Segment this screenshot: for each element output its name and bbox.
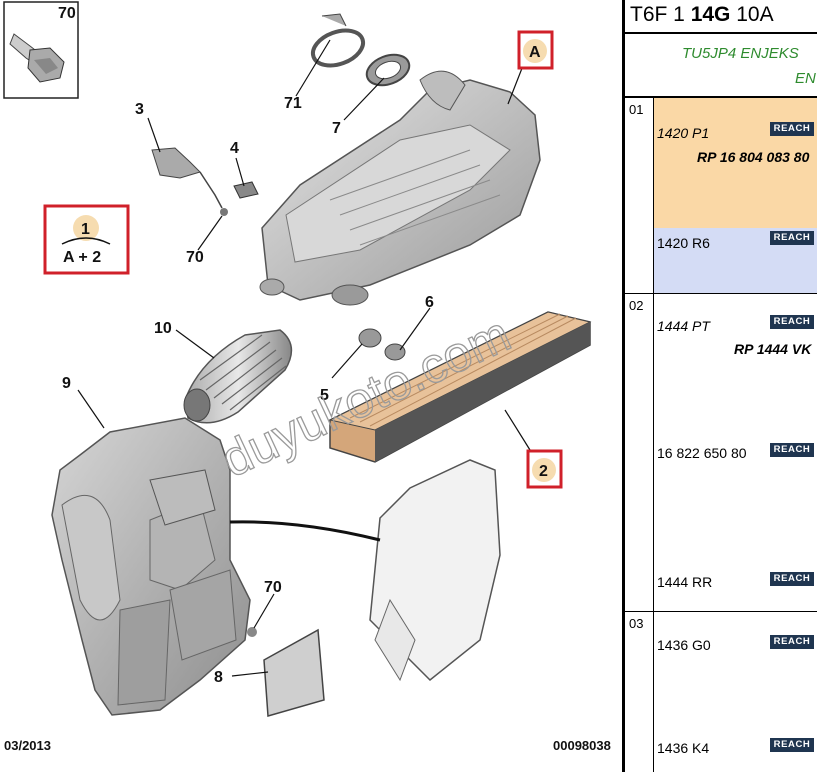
engine-line-2: EN	[795, 70, 816, 87]
reach-badge[interactable]: REACH	[770, 572, 814, 586]
drawing-number: 00098038	[553, 738, 611, 753]
callout-box-2[interactable]: 2	[526, 449, 563, 489]
part-number: 1420 R6	[657, 235, 710, 251]
date-code: 03/2013	[4, 738, 51, 753]
parts-group-01: 01 1420 P1 REACH RP 16 804 083 80 1420 R…	[625, 98, 817, 294]
intake-seal-ring	[365, 53, 411, 87]
engine-description: TU5JP4 ENJEKS EN	[625, 34, 817, 98]
reach-badge[interactable]: REACH	[770, 315, 814, 329]
part-row-group-03: 1436 G0 REACH 1436 K4 REACH	[654, 612, 817, 772]
part-row-group-02: 1444 PT REACH RP 1444 VK 16 822 650 80 R…	[654, 294, 817, 612]
part-number: 1420 P1	[657, 125, 710, 141]
reach-badge[interactable]: REACH	[770, 635, 814, 649]
callout-box-A[interactable]: A	[517, 30, 554, 70]
reach-badge[interactable]: REACH	[770, 231, 814, 245]
callout-6: 6	[425, 294, 434, 311]
part-row-1420-r6[interactable]: 1420 R6 REACH	[654, 228, 817, 293]
air-filter-upper-box	[259, 70, 541, 306]
air-filter-lower-housing	[51, 417, 251, 716]
callout-5: 5	[320, 387, 329, 404]
part-row-1420-p1[interactable]: 1420 P1 REACH RP 16 804 083 80	[654, 98, 817, 228]
group-number: 01	[629, 102, 644, 117]
air-temperature-sensor	[151, 147, 228, 216]
engine-line-1: TU5JP4 ENJEKS	[682, 45, 799, 62]
air-filter-element	[328, 311, 592, 463]
header-bold-code: 14G	[690, 3, 731, 26]
reach-badge[interactable]: REACH	[770, 122, 814, 136]
rubber-grommet-2	[384, 343, 406, 361]
callout-2-label: 2	[539, 463, 548, 480]
header-suffix: 10A	[730, 3, 774, 26]
part-number-1436-k4[interactable]: 1436 K4	[657, 740, 710, 756]
callout-4: 4	[230, 140, 239, 157]
callout-7: 7	[332, 120, 341, 137]
vehicle-code-header: T6F 1 14G 10A	[625, 0, 817, 34]
hose-clamp	[310, 13, 366, 68]
callout-70-bolt: 70	[58, 5, 76, 22]
rubber-grommet	[358, 328, 382, 348]
group-number: 02	[629, 298, 644, 313]
part-number-1444-rr[interactable]: 1444 RR	[657, 574, 713, 590]
parts-group-02: 02 1444 PT REACH RP 1444 VK 16 822 650 8…	[625, 294, 817, 612]
callout-9: 9	[62, 375, 71, 392]
parts-group-03: 03 1436 G0 REACH 1436 K4 REACH	[625, 612, 817, 772]
wiring-connector	[233, 181, 259, 199]
part-number-1436-g0[interactable]: 1436 G0	[657, 637, 711, 653]
bolt-inset	[3, 1, 79, 99]
reach-badge[interactable]: REACH	[770, 443, 814, 457]
callout-70-sensor: 70	[186, 249, 204, 266]
leader-lines	[77, 39, 531, 677]
part-number-16-822-650-80[interactable]: 16 822 650 80	[657, 445, 747, 461]
parts-list-panel: T6F 1 14G 10A TU5JP4 ENJEKS EN 01 1420 P…	[622, 0, 817, 772]
callout-1-label: 1	[81, 221, 90, 238]
callout-A-label: A	[529, 44, 541, 61]
callout-10: 10	[154, 320, 172, 337]
part-number-1444-pt[interactable]: 1444 PT	[657, 318, 710, 334]
intake-bellows-hose	[183, 329, 293, 424]
reach-badge[interactable]: REACH	[770, 738, 814, 752]
callout-1-sublabel: A + 2	[63, 249, 101, 266]
callout-70-bracket: 70	[264, 579, 282, 596]
exploded-parts-diagram: 70 3 4 70 71 7 10 9 5 6 70 8 A 2 1 A + 2…	[3, 1, 592, 717]
heat-shield-cover	[229, 459, 501, 682]
replacement-ref: RP 1444 VK	[734, 341, 812, 357]
replacement-ref: RP 16 804 083 80	[697, 149, 810, 165]
header-prefix: T6F 1	[630, 3, 691, 26]
callout-71: 71	[284, 95, 302, 112]
mounting-bracket	[247, 627, 325, 717]
group-number: 03	[629, 616, 644, 631]
callout-box-1[interactable]: 1 A + 2	[43, 204, 130, 275]
callout-8: 8	[214, 669, 223, 686]
callout-3: 3	[135, 101, 144, 118]
